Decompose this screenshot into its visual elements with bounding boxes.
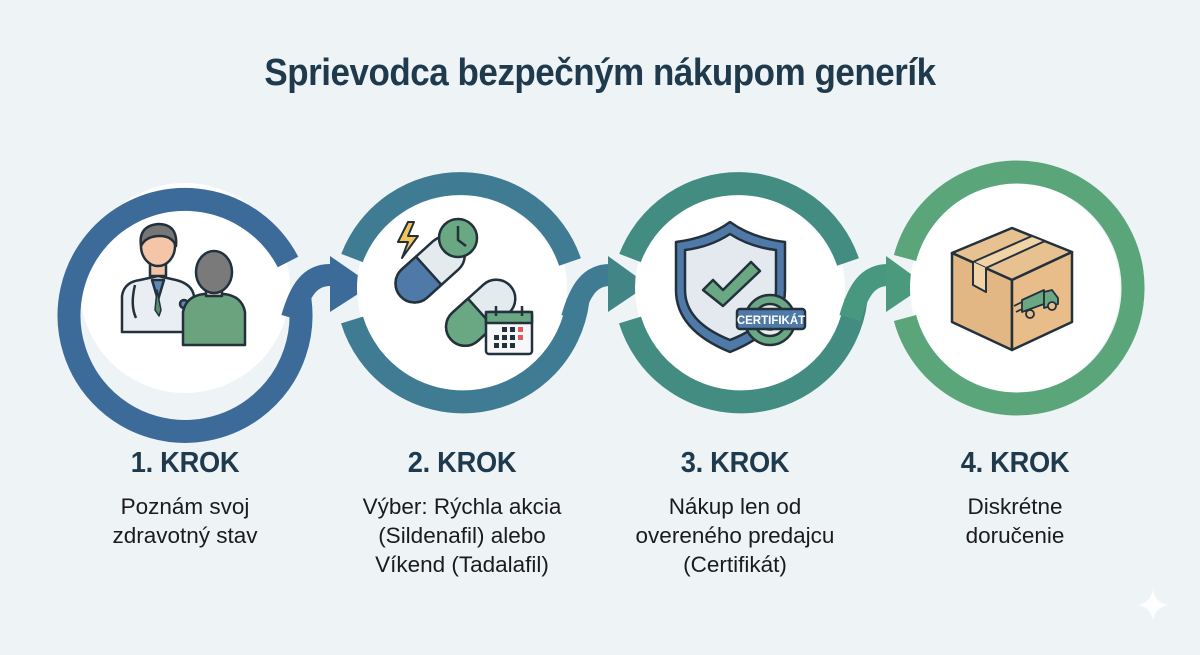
connector-arrow-3-4 [839,256,926,322]
step-4: 4. KROK Diskrétne doručenie [885,447,1145,550]
step-1-label: 1. KROK [130,447,240,479]
step-1: 1. KROK Poznám svoj zdravotný stav [55,447,315,550]
package-delivery-icon [950,226,1074,352]
step-3-label: 3. KROK [680,447,790,479]
step-2: 2. KROK Výber: Rýchla akcia (Sildenafil)… [332,447,592,579]
step-1-description: Poznám svoj zdravotný stav [112,494,258,548]
step-3: 3. KROK Nákup len od overeného predajcu … [605,447,865,579]
step-4-description: Diskrétne doručenie [965,494,1065,548]
shield-certificate-icon: CERTIFIKÁT [674,220,807,354]
certificate-badge-text: CERTIFIKÁT [737,314,805,327]
doctor-patient-icon [120,222,247,347]
step-4-label: 4. KROK [960,447,1070,479]
step-3-description: Nákup len od overeného predajcu (Certifi… [635,494,835,577]
step-2-label: 2. KROK [407,447,517,479]
step-2-ring [341,172,590,414]
pills-clock-calendar-icon [394,217,534,356]
connector-arrow-1-2 [281,256,372,322]
connector-arrow-2-3 [561,256,648,322]
sparkle-watermark-icon [1137,589,1169,621]
step-2-description: Výber: Rýchla akcia (Sildenafil) alebo V… [362,494,562,577]
truck-icon [1013,289,1059,319]
page-title: Sprievodca bezpečným nákupom generík [264,52,936,94]
